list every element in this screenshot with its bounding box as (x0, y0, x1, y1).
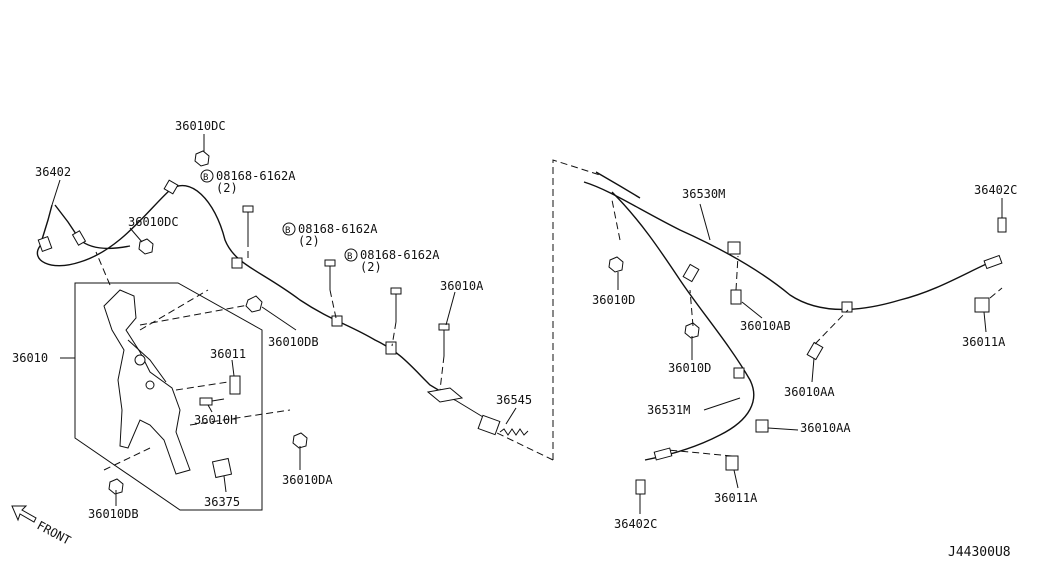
pedal-assembly (103, 289, 233, 479)
front-arrow-icon (11, 505, 37, 523)
nut-36010d-lower (684, 322, 700, 339)
bolt-marker-3: B (344, 248, 358, 262)
label-36010d-lower: 36010D (668, 361, 711, 375)
rear-cable-36531m (611, 191, 755, 495)
bolt-08168-2 (324, 259, 336, 290)
bolt-36010h (199, 397, 225, 406)
label-36402c-lower: 36402C (614, 517, 657, 531)
section-divider (494, 431, 554, 461)
bracket-36011 (229, 375, 241, 395)
front-cable-36402 (36, 179, 456, 401)
label-36010dc-top: 36010DC (175, 119, 226, 133)
leader-lines (51, 134, 1003, 514)
label-36010a: 36010A (440, 279, 484, 293)
diagram-code: J44300U8 (948, 545, 1011, 560)
label-36010dc-mid: 36010DC (128, 215, 179, 229)
rear-cable-36530m (583, 171, 1007, 313)
bolt-marker-1: B (200, 169, 214, 183)
label-08168-1: 08168-6162A (216, 169, 296, 183)
bolt-36010a (438, 323, 450, 356)
front-direction-indicator: FRONT (11, 505, 73, 548)
label-36402c-upper: 36402C (974, 183, 1017, 197)
nut-36010d-upper (608, 256, 624, 273)
label-36011a-lower: 36011A (714, 491, 758, 505)
label-36010ab: 36010AB (740, 319, 791, 333)
front-label: FRONT (35, 518, 73, 547)
bolt-36010aa-upper (806, 341, 824, 361)
bolt-36011a-upper (974, 297, 990, 313)
bolt-36011a-lower (725, 455, 739, 471)
label-36010: 36010 (12, 351, 48, 365)
label-36010db-lower: 36010DB (88, 507, 139, 521)
label-36531m: 36531M (647, 403, 690, 417)
label-36011a-upper: 36011A (962, 335, 1006, 349)
label-08168-2-qty: (2) (298, 234, 320, 248)
nut-36010dc-mid (138, 238, 154, 255)
label-36010db-upper: 36010DB (268, 335, 319, 349)
label-36010aa-upper: 36010AA (784, 385, 835, 399)
label-36010h: 36010H (194, 413, 237, 427)
bolt-08168-3 (390, 287, 402, 322)
pedal-assembly-box (74, 282, 263, 511)
bolt-08168-1 (242, 205, 254, 240)
label-08168-1-qty: (2) (216, 181, 238, 195)
svg-text:B: B (203, 173, 208, 183)
label-36402: 36402 (35, 165, 71, 179)
bolt-36010aa-lower (755, 419, 769, 433)
bolt-36010ab (730, 289, 742, 305)
equalizer-36545 (426, 387, 529, 436)
label-36530m: 36530M (682, 187, 725, 201)
svg-text:B: B (285, 226, 290, 236)
label-36545: 36545 (496, 393, 532, 407)
label-08168-2: 08168-6162A (298, 222, 378, 236)
callout-labels: 36010DC 36402 08168-6162A (2) 36010DC 08… (12, 119, 1017, 531)
nut-36010db-lower (108, 478, 124, 495)
svg-text:B: B (347, 252, 352, 262)
label-36010aa-lower: 36010AA (800, 421, 851, 435)
label-36010da: 36010DA (282, 473, 333, 487)
label-08168-3-qty: (2) (360, 260, 382, 274)
nut-36010dc-top (194, 150, 210, 167)
label-36375: 36375 (204, 495, 240, 509)
label-36010d-upper: 36010D (592, 293, 635, 307)
label-36011: 36011 (210, 347, 246, 361)
label-08168-3: 08168-6162A (360, 248, 440, 262)
nut-36010db-upper (245, 295, 263, 313)
bolt-marker-2: B (282, 222, 296, 236)
nut-36010da (292, 432, 308, 449)
